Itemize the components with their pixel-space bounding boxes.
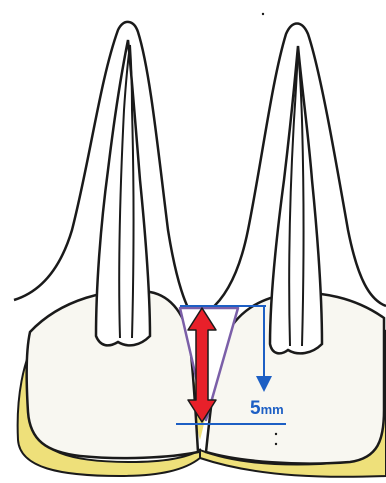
measure-unit: mm <box>261 402 284 417</box>
measure-dot-1 <box>275 433 277 435</box>
speck <box>262 13 264 15</box>
measure-value: 5 <box>250 398 261 419</box>
measure-label: 5mm <box>250 398 284 419</box>
measure-dot-2 <box>275 443 277 445</box>
tooth-left <box>14 22 196 345</box>
root-left-inner <box>96 40 150 345</box>
